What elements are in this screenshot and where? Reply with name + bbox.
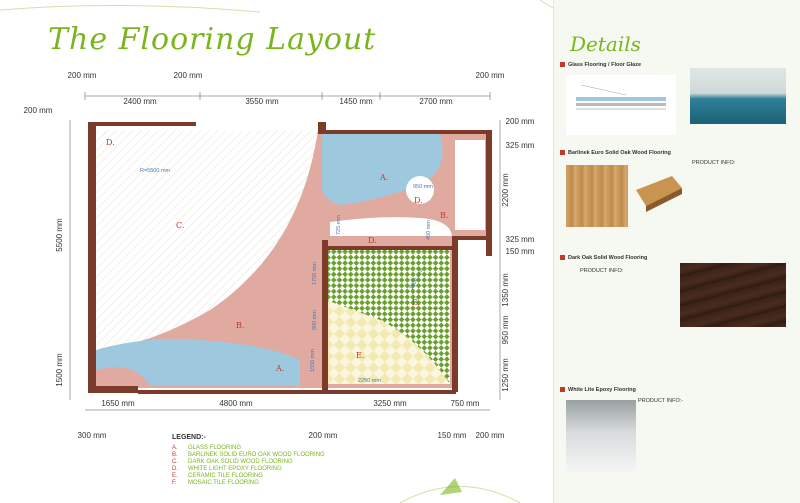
page-title: The Flooring Layout (48, 22, 377, 57)
zone-label-0: A. (379, 173, 388, 182)
dim-bottom-4: 300 mm (78, 431, 107, 440)
zone-label-4: D. (414, 196, 423, 205)
zone-c-dark-oak (96, 130, 318, 350)
legend-item: A.GLASS FLOORING (172, 445, 242, 451)
glass-detail-drawing (566, 75, 676, 135)
dim-top-5: 1450 mm (339, 97, 373, 106)
zone-d-right (455, 140, 485, 230)
section-epoxy: White Lite Epoxy Flooring (560, 387, 636, 393)
zone-d-epoxy (330, 217, 452, 236)
dim-right-6: 950 mm (501, 315, 510, 344)
zone-a-glass-bottom (96, 338, 300, 386)
dim-left-2: 1500 mm (55, 353, 64, 387)
dim-left-1: 5500 mm (55, 218, 64, 252)
details-title: Details (570, 32, 641, 56)
dark-oak-photo (680, 263, 786, 327)
zone-labels: A. B. C. D. D. D. B. A. E. E. (106, 138, 448, 373)
dim-bottom-7: 200 mm (476, 431, 505, 440)
zone-label-6: B. (236, 321, 244, 330)
legend-item: F.MOSAIC TILE FLOORING (172, 480, 259, 486)
zone-label-8: E. (412, 298, 420, 307)
dim-right-5: 1350 mm (501, 273, 510, 307)
epoxy-photo (566, 400, 636, 472)
dim-top-3: 2400 mm (123, 97, 157, 106)
legend-item: C.DARK OAK SOLID WOOD FLOORING (172, 459, 293, 465)
dark-oak-product-info-label: PRODUCT INFO: (580, 268, 624, 274)
legend-item: D.WHITE LIGHT EPOXY FLOORING (172, 466, 282, 472)
dimension-lines (69, 92, 501, 411)
zone-f-mosaic (326, 250, 450, 384)
inner-dim-7: 1550 mm (310, 349, 316, 372)
dim-top-0: 200 mm (68, 71, 97, 80)
dim-top-6: 2700 mm (419, 97, 453, 106)
glass-floor-photo (690, 68, 786, 124)
zone-label-5: D. (368, 236, 377, 245)
section-glass: Glass Flooring / Floor Glaze (560, 62, 641, 68)
section-marker-icon (560, 62, 565, 68)
legend: LEGEND:- A.GLASS FLOORING B.BARLINEK SOL… (172, 434, 342, 487)
dim-top-1: 200 mm (174, 71, 203, 80)
legend-title: LEGEND:- (172, 434, 206, 441)
inner-dim-3: 450 mm (426, 220, 432, 240)
dim-right-2: 2200 mm (501, 173, 510, 207)
dim-top-2: 200 mm (476, 71, 505, 80)
legend-item: E.CERAMIC TILE FLOORING (172, 473, 263, 479)
dim-bottom-5: 200 mm (309, 431, 338, 440)
dim-bottom-2: 3250 mm (373, 399, 407, 408)
dim-left-0: 200 mm (24, 106, 53, 115)
zone-label-7: A. (275, 364, 284, 373)
dim-bottom-6: 150 mm (438, 431, 467, 440)
inner-dim-0: R=5500 mm (140, 168, 171, 174)
inner-dim-8: 2250 mm (358, 378, 381, 384)
dim-bottom-1: 4800 mm (219, 399, 253, 408)
inner-dim-5: 900 mm (312, 310, 318, 330)
section-barlinek: Barlinek Euro Solid Oak Wood Flooring (560, 150, 671, 156)
dim-right-4: 150 mm (506, 247, 535, 256)
dimension-labels: 200 mm 200 mm 200 mm 2400 mm 3550 mm 145… (24, 71, 535, 440)
dim-right-1: 325 mm (506, 141, 535, 150)
inner-dim-1: 950 mm (413, 184, 433, 190)
inner-dim-4: 1750 mm (312, 262, 318, 285)
barlinek-plank-image (636, 176, 682, 212)
barlinek-product-info-label: PRODUCT INFO: (692, 160, 736, 166)
floor-plan: 200 mm 200 mm 200 mm 2400 mm 3550 mm 145… (24, 71, 535, 440)
zone-label-9: E. (356, 351, 364, 360)
barlinek-swatch (566, 165, 628, 227)
dim-bottom-0: 1650 mm (101, 399, 135, 408)
zone-d-circle (406, 176, 434, 204)
inner-dim-2: 725 mm (336, 215, 342, 235)
dim-top-4: 3550 mm (245, 97, 279, 106)
zone-label-3: D. (106, 138, 115, 147)
legend-item: B.BARLINEK SOLID EURO OAK WOOD FLOORING (172, 452, 325, 458)
section-marker-icon (560, 387, 565, 393)
dim-right-3: 325 mm (506, 235, 535, 244)
dim-right-0: 200 mm (506, 117, 535, 126)
section-marker-icon (560, 255, 565, 261)
section-dark-oak: Dark Oak Solid Wood Flooring (560, 255, 647, 261)
zone-label-2: C. (176, 221, 184, 230)
dim-right-7: 1250 mm (501, 358, 510, 392)
epoxy-product-info-label: PRODUCT INFO:- (638, 398, 684, 404)
walls (88, 122, 492, 394)
floor-areas (95, 130, 486, 388)
zone-label-1: B. (440, 211, 448, 220)
section-marker-icon (560, 150, 565, 156)
dim-bottom-3: 750 mm (451, 399, 480, 408)
